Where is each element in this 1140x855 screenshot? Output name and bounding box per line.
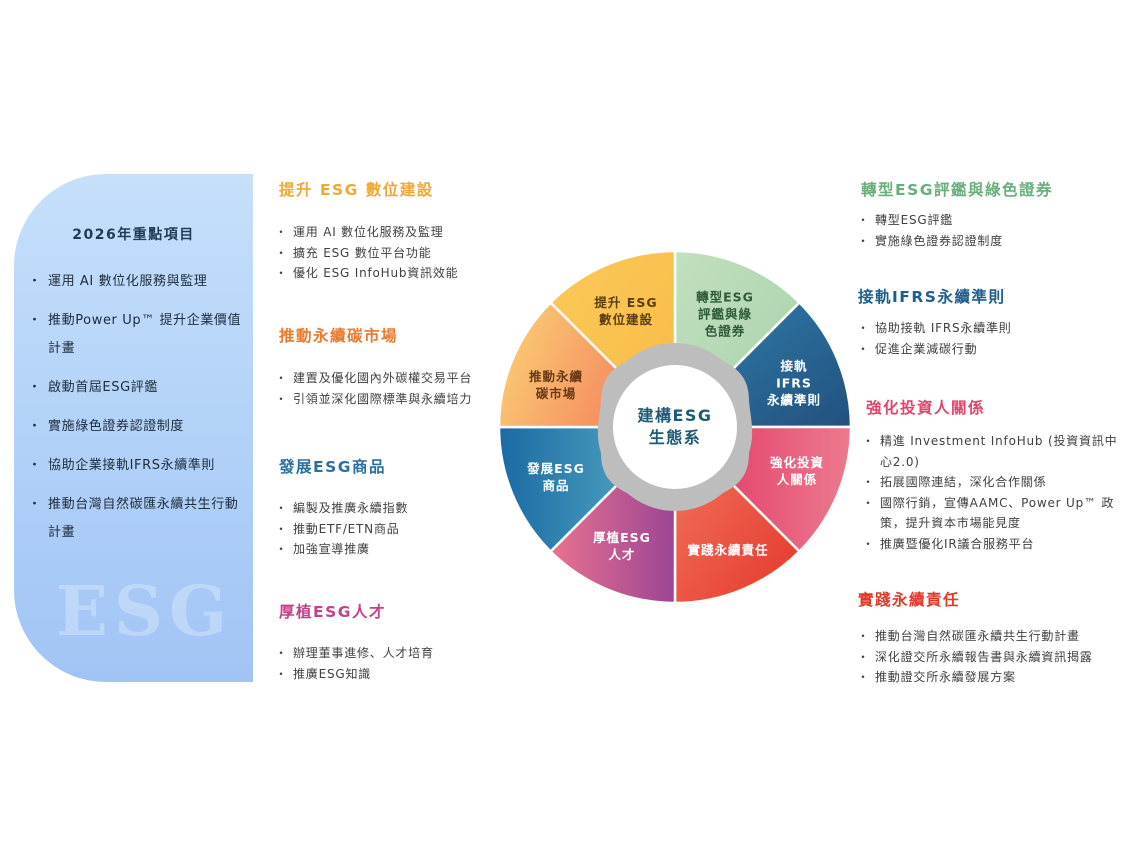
- section-item: 促進企業減碳行動: [857, 339, 1126, 360]
- segment-label-responsibility: 實踐永續責任: [687, 542, 769, 558]
- segment-label-carbon: 推動永續 碳市場: [528, 369, 584, 401]
- section-title: 發展ESG商品: [279, 458, 386, 476]
- center-circle: [613, 365, 737, 489]
- section-responsibility: 實踐永續責任 推動台灣自然碳匯永續共生行動計畫 深化證交所永續報告書與永續資訊揭…: [857, 588, 1128, 688]
- section-item: 編製及推廣永續指數: [275, 498, 499, 519]
- section-ifrs: 接軌IFRS永續準則 協助接軌 IFRS永續準則 促進企業減碳行動: [857, 285, 1126, 360]
- section-item: 加強宣導推廣: [275, 539, 499, 560]
- section-products: 發展ESG商品 編製及推廣永續指數 推動ETF/ETN商品 加強宣導推廣: [275, 455, 499, 560]
- section-title: 轉型ESG評鑑與綠色證券: [861, 181, 1053, 199]
- esg-watermark: ESG: [56, 572, 234, 652]
- key-item: 協助企業接軌IFRS永續準則: [28, 452, 250, 480]
- section-item: 推廣暨優化IR議合服務平台: [862, 534, 1126, 555]
- segment-label-ifrs: 接軌IFRS 永續準則: [766, 358, 821, 408]
- section-item: 引領並深化國際標準與永續培力: [275, 389, 499, 410]
- segment-label-investor: 強化投資 人關係: [770, 455, 825, 487]
- esg-ecosystem-wheel: 建構ESG 生態系 轉型ESG 評鑑與綠 色證券 接軌IFRS 永續準則 強化投…: [499, 251, 851, 603]
- section-item: 轉型ESG評鑑: [857, 210, 1129, 231]
- section-item: 推動ETF/ETN商品: [275, 519, 499, 540]
- section-title: 強化投資人關係: [866, 399, 986, 417]
- key-item: 推動台灣自然碳匯永續共生行動計畫: [28, 491, 250, 547]
- section-item: 推廣ESG知識: [275, 664, 499, 685]
- section-title: 接軌IFRS永續準則: [858, 288, 1006, 306]
- segment-label-products: 發展ESG 商品: [527, 461, 585, 493]
- section-item: 優化 ESG InfoHub資訊效能: [275, 263, 499, 284]
- section-title: 提升 ESG 數位建設: [279, 181, 434, 199]
- key-item: 推動Power Up™ 提升企業價值計畫: [28, 307, 250, 363]
- key-items-panel: 2026年重點項目 運用 AI 數位化服務與監理 推動Power Up™ 提升企…: [14, 174, 253, 682]
- segment-label-digital: 提升 ESG 數位建設: [594, 295, 658, 327]
- section-item: 推動證交所永續發展方案: [857, 667, 1128, 688]
- section-rating: 轉型ESG評鑑與綠色證券 轉型ESG評鑑 實施綠色證券認證制度: [857, 178, 1129, 252]
- center-label: 建構ESG 生態系: [637, 406, 713, 447]
- section-carbon: 推動永續碳市場 建置及優化國內外碳權交易平台 引領並深化國際標準與永續培力: [275, 324, 499, 410]
- wheel-graphic: [499, 251, 851, 603]
- section-item: 實施綠色證券認證制度: [857, 231, 1129, 252]
- key-items-list: 運用 AI 數位化服務與監理 推動Power Up™ 提升企業價值計畫 啟動首屆…: [28, 268, 250, 558]
- segment-label-talent: 厚植ESG 人才: [593, 530, 651, 562]
- section-item: 國際行銷，宣傳AAMC、Power Up™ 政策，提升資本市場能見度: [862, 493, 1126, 534]
- section-item: 推動台灣自然碳匯永續共生行動計畫: [857, 626, 1128, 647]
- panel-title: 2026年重點項目: [72, 227, 195, 243]
- segment-label-rating: 轉型ESG 評鑑與綠 色證券: [696, 289, 754, 339]
- section-item: 擴充 ESG 數位平台功能: [275, 243, 499, 264]
- section-title: 推動永續碳市場: [279, 327, 399, 345]
- section-title: 厚植ESG人才: [279, 603, 386, 621]
- key-item: 實施綠色證券認證制度: [28, 413, 250, 441]
- section-digital: 提升 ESG 數位建設 運用 AI 數位化服務及監理 擴充 ESG 數位平台功能…: [275, 178, 499, 284]
- section-item: 深化證交所永續報告書與永續資訊揭露: [857, 647, 1128, 668]
- section-item: 辦理董事進修、人才培育: [275, 643, 499, 664]
- section-title: 實踐永續責任: [858, 591, 961, 609]
- section-investor: 強化投資人關係 精進 Investment InfoHub (投資資訊中心2.0…: [862, 396, 1126, 555]
- section-item: 拓展國際連結，深化合作關係: [862, 472, 1126, 493]
- key-item: 運用 AI 數位化服務與監理: [28, 268, 250, 296]
- section-item: 精進 Investment InfoHub (投資資訊中心2.0): [862, 431, 1126, 472]
- section-item: 建置及優化國內外碳權交易平台: [275, 368, 499, 389]
- section-item: 協助接軌 IFRS永續準則: [857, 318, 1126, 339]
- section-item: 運用 AI 數位化服務及監理: [275, 222, 499, 243]
- section-talent: 厚植ESG人才 辦理董事進修、人才培育 推廣ESG知識: [275, 600, 499, 685]
- key-item: 啟動首屆ESG評鑑: [28, 374, 250, 402]
